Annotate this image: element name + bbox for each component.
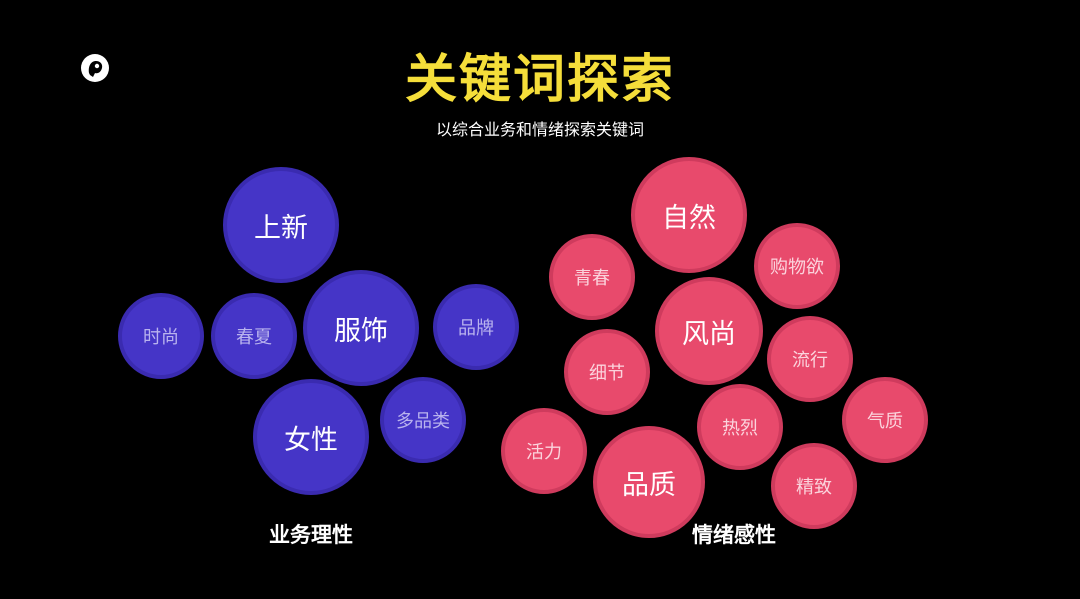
business-keyword-bubble: 服饰 — [303, 270, 419, 386]
business-keyword-bubble: 品牌 — [433, 284, 519, 370]
keyword-label: 精致 — [796, 477, 832, 498]
emotion-keyword-bubble: 自然 — [631, 157, 747, 273]
emotion-keyword-bubble: 气质 — [842, 377, 928, 463]
emotion-keyword-bubble: 精致 — [771, 443, 857, 529]
keyword-label: 细节 — [589, 363, 625, 384]
business-keyword-bubble: 春夏 — [211, 293, 297, 379]
business-keyword-bubble: 时尚 — [118, 293, 204, 379]
emotion-group-label: 情绪感性 — [692, 523, 776, 547]
business-keyword-bubble: 上新 — [223, 167, 339, 283]
keyword-label: 青春 — [574, 268, 610, 289]
keyword-label: 时尚 — [143, 327, 179, 348]
keyword-label: 服饰 — [334, 315, 388, 347]
keyword-label: 热烈 — [722, 418, 758, 439]
keyword-label: 活力 — [526, 442, 562, 463]
business-keyword-bubble: 多品类 — [380, 377, 466, 463]
keyword-label: 上新 — [254, 212, 308, 244]
keyword-label: 流行 — [792, 350, 828, 371]
page-subtitle: 以综合业务和情绪探索关键词 — [435, 120, 644, 139]
brand-logo-icon — [81, 54, 109, 82]
business-keyword-bubble: 女性 — [253, 379, 369, 495]
emotion-keyword-bubble: 购物欲 — [754, 223, 840, 309]
emotion-keyword-bubble: 热烈 — [697, 384, 783, 470]
keyword-label: 气质 — [867, 411, 903, 432]
keyword-label: 自然 — [662, 202, 716, 234]
page-title: 关键词探索 — [404, 50, 675, 110]
keyword-label: 春夏 — [236, 327, 272, 348]
keyword-label: 多品类 — [396, 411, 450, 432]
keyword-label: 品质 — [622, 469, 676, 501]
keyword-label: 风尚 — [682, 318, 736, 350]
emotion-keyword-bubble: 青春 — [549, 234, 635, 320]
keyword-label: 品牌 — [458, 318, 494, 339]
keyword-label: 购物欲 — [770, 257, 824, 278]
emotion-keyword-bubble: 流行 — [767, 316, 853, 402]
emotion-keyword-bubble: 细节 — [564, 329, 650, 415]
business-group-label: 业务理性 — [269, 523, 353, 547]
emotion-keyword-bubble: 活力 — [501, 408, 587, 494]
emotion-keyword-bubble: 品质 — [593, 426, 705, 538]
keyword-label: 女性 — [284, 424, 338, 456]
emotion-keyword-bubble: 风尚 — [655, 277, 763, 385]
